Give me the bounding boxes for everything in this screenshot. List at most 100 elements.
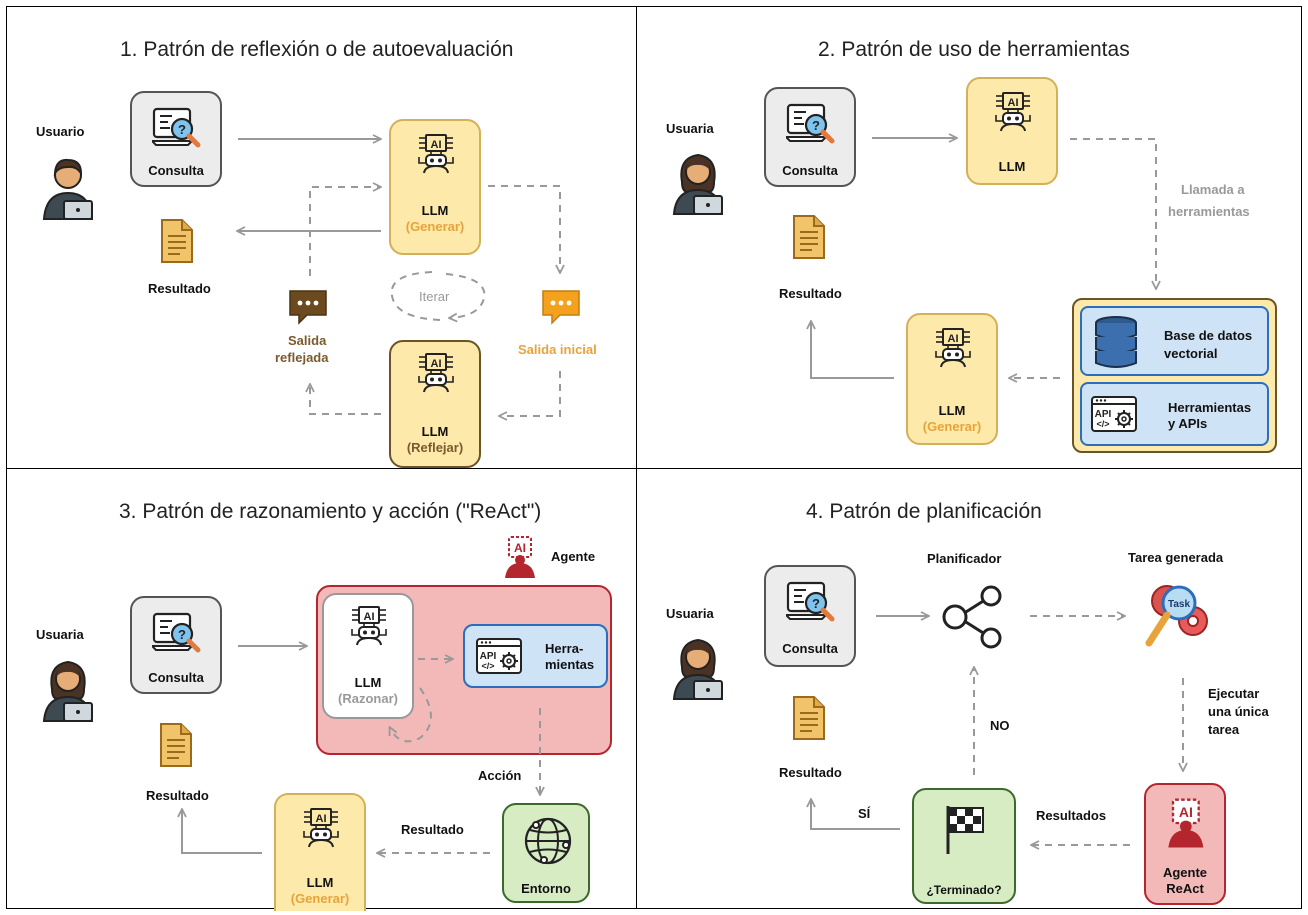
result-document-icon — [161, 219, 193, 263]
task-gear-magnifier-icon: Task — [1145, 585, 1208, 647]
q4-react-agent-line1: Agente — [1162, 865, 1208, 880]
q3-result-label: Resultado — [146, 788, 209, 803]
query-icon — [786, 101, 836, 145]
q4-done-box: ¿Terminado? — [912, 788, 1016, 904]
api-icon — [476, 638, 522, 674]
q1-llm-generate-box: LLM (Generar) — [389, 119, 481, 255]
initial-output-chat-icon — [542, 290, 580, 325]
q3-query-label: Consulta — [148, 670, 204, 685]
q2-result-label: Resultado — [779, 286, 842, 301]
q4-user-label: Usuaria — [666, 606, 714, 621]
q4-result-label: Resultado — [779, 765, 842, 780]
q4-execute-line3: tarea — [1208, 722, 1240, 737]
llm-robot-icon — [995, 92, 1031, 132]
q3-llm-reason-sub: (Razonar) — [338, 691, 398, 706]
q4-title: 4. Patrón de planificación — [806, 500, 1042, 523]
q2-title: 2. Patrón de uso de herramientas — [818, 38, 1130, 61]
q2-tool-call-line2: herramientas — [1168, 204, 1250, 219]
q4-query-label: Consulta — [782, 641, 838, 656]
agent-icon: AI — [1168, 798, 1204, 848]
q1-title: 1. Patrón de reflexión o de autoevaluaci… — [120, 38, 514, 61]
svg-text:AI: AI — [514, 541, 526, 555]
q4-results-label: Resultados — [1036, 808, 1107, 823]
q2-tools-line2: y APIs — [1168, 416, 1208, 431]
q2-vector-db-box: Base de datos vectorial — [1080, 306, 1269, 376]
q3-llm-reason-box: LLM (Razonar) — [322, 593, 414, 719]
q2-llm2-generate-sub: (Generar) — [922, 419, 982, 434]
share-nodes-icon — [942, 585, 1002, 649]
q4-execute-line1: Ejecutar — [1208, 686, 1260, 701]
llm-robot-icon — [418, 134, 454, 174]
q4-no-label: NO — [990, 718, 1010, 733]
quadrant-reflection — [6, 6, 637, 469]
q4-react-agent-line2: ReAct — [1166, 881, 1204, 896]
llm-robot-icon — [351, 606, 387, 646]
llm-robot-icon — [418, 353, 454, 393]
q2-tools-apis-box: Herramientas y APIs — [1080, 382, 1269, 446]
q3-action-label: Acción — [478, 768, 522, 783]
q3-llm-generate-box: LLM (Generar) — [274, 793, 366, 911]
q3-query-box: Consulta — [130, 596, 222, 694]
q2-llm2-label: LLM — [938, 403, 966, 418]
q3-user-label: Usuaria — [36, 627, 84, 642]
q1-query-label: Consulta — [148, 163, 204, 178]
q4-generated-task-label: Tarea generada — [1128, 550, 1224, 565]
q4-execute-line2: una única — [1208, 704, 1269, 719]
q2-vector-db-line2: vectorial — [1164, 346, 1218, 361]
query-icon — [152, 610, 202, 654]
user-woman-icon — [673, 639, 723, 700]
q1-reflected-output-line1: Salida — [288, 333, 327, 348]
q2-tools-line1: Herramientas — [1168, 400, 1252, 415]
api-icon — [1091, 396, 1137, 432]
q3-environment-box: Entorno — [502, 803, 590, 903]
q3-environment-label: Entorno — [521, 881, 571, 896]
query-icon — [152, 105, 202, 149]
q4-planner-label: Planificador — [927, 551, 1002, 566]
query-icon — [786, 579, 836, 623]
q2-llm-generate-box: LLM (Generar) — [906, 313, 998, 445]
q1-llm-reflect-box: LLM (Reflejar) — [389, 340, 481, 468]
task-badge-text: Task — [1168, 599, 1190, 610]
q1-llm-reflect-label: LLM — [421, 424, 449, 439]
llm-robot-icon — [303, 808, 339, 848]
q1-llm-generate-sub: (Generar) — [405, 219, 465, 234]
q1-reflected-output-line2: reflejada — [275, 350, 329, 365]
q1-initial-output-label: Salida inicial — [518, 342, 597, 357]
q3-tools-line1: Herra- — [545, 641, 584, 656]
q3-agent-label: Agente — [551, 549, 596, 564]
q1-llm-label: LLM — [421, 203, 449, 218]
q2-llm-box: LLM — [966, 77, 1058, 185]
svg-text:AI: AI — [1179, 804, 1193, 820]
q1-result-label: Resultado — [148, 281, 211, 296]
q3-env-result-label: Resultado — [401, 822, 464, 837]
q3-tools-line2: mientas — [545, 657, 595, 672]
q2-vector-db-line1: Base de datos — [1164, 328, 1253, 343]
result-document-icon — [793, 215, 825, 259]
globe-network-icon — [524, 817, 572, 865]
q3-agent-container: LLM (Razonar) Herra- mientas — [316, 585, 612, 755]
agent-icon: AI — [505, 536, 535, 578]
q4-done-label: ¿Terminado? — [926, 883, 1002, 897]
q1-llm-reflect-sub: (Reflejar) — [406, 440, 464, 455]
q2-tools-container: Base de datos vectorial Herramientas y A… — [1072, 298, 1277, 453]
q2-tool-call-line1: Llamada a — [1181, 182, 1245, 197]
q3-llm-label: LLM — [354, 675, 382, 690]
q4-query-box: Consulta — [764, 565, 856, 667]
q2-user-label: Usuaria — [666, 121, 714, 136]
result-document-icon — [793, 696, 825, 740]
user-woman-icon — [673, 154, 723, 215]
checkered-flag-icon — [946, 806, 984, 854]
q3-llm2-label: LLM — [306, 875, 334, 890]
q2-query-label: Consulta — [782, 163, 838, 178]
llm-robot-icon — [935, 328, 971, 368]
user-woman-icon — [43, 661, 93, 722]
user-man-icon — [43, 158, 93, 220]
q3-title: 3. Patrón de razonamiento y acción ("ReA… — [119, 500, 542, 523]
q4-react-agent-box: AI Agente ReAct — [1144, 783, 1226, 905]
q3-llm2-generate-sub: (Generar) — [290, 891, 350, 906]
q1-iterate-label: Iterar — [419, 289, 450, 304]
reflected-output-chat-icon — [289, 290, 327, 325]
q2-llm-label: LLM — [998, 159, 1026, 174]
q1-query-box: Consulta — [130, 91, 222, 187]
